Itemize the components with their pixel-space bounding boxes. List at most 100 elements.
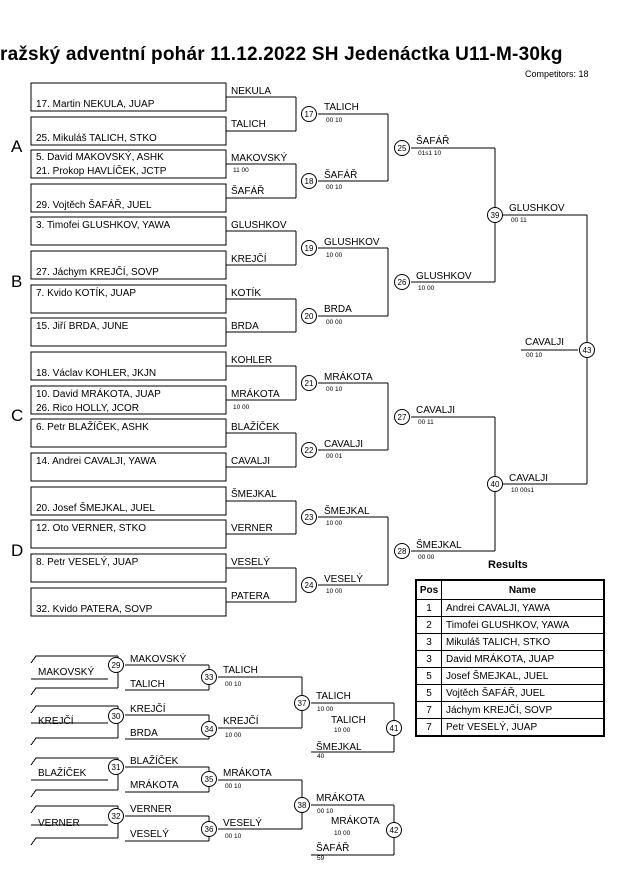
match-number-circle bbox=[301, 106, 317, 122]
winner-name: MRÁKOTA bbox=[331, 814, 380, 827]
winner-name: VERNER bbox=[231, 523, 273, 534]
winner-name: ŠMEJKAL bbox=[324, 504, 370, 517]
match-number: 32 bbox=[112, 812, 121, 821]
match-number: 40 bbox=[491, 480, 500, 489]
match-score: 10 00 bbox=[233, 404, 250, 411]
winner-name: TALICH bbox=[331, 715, 366, 726]
winner-name: VERNER bbox=[130, 804, 172, 815]
pool-label: C bbox=[11, 406, 23, 425]
repechage-entrant: MAKOVSKÝ bbox=[38, 665, 94, 678]
entrant-name: 21. Prokop HAVLÍČEK, JCTP bbox=[36, 164, 167, 177]
entrant-name: 7. Kvido KOTÍK, JUAP bbox=[36, 286, 136, 299]
winner-name: TALICH bbox=[130, 679, 165, 690]
match-number-circle bbox=[301, 240, 317, 256]
match-number: 27 bbox=[398, 413, 407, 422]
winner-name: TALICH bbox=[316, 691, 351, 702]
match-number-circle bbox=[394, 140, 410, 156]
winner-name: CAVALJI bbox=[509, 473, 548, 484]
result-pos: 1 bbox=[415, 599, 442, 617]
winner-name: KOHLER bbox=[231, 355, 272, 366]
match-score: 00 10 bbox=[225, 681, 242, 688]
match-number-circle bbox=[108, 759, 124, 775]
winner-name: PATERA bbox=[231, 591, 270, 602]
match-number: 25 bbox=[398, 144, 407, 153]
winner-name: CAVALJI bbox=[324, 439, 363, 450]
match-number: 18 bbox=[305, 177, 314, 186]
match-score: 00 10 bbox=[317, 808, 334, 815]
page-title: ražský adventní pohár 11.12.2022 SH Jede… bbox=[0, 44, 563, 65]
entrant-name: 14. Andrei CAVALJI, YAWA bbox=[36, 456, 157, 467]
match-number-circle bbox=[294, 797, 310, 813]
pool-label: B bbox=[11, 272, 22, 291]
match-score: 10 00 bbox=[326, 252, 343, 259]
match-number: 38 bbox=[298, 801, 307, 810]
entrant-name: 15. Jiří BRDA, JUNE bbox=[36, 321, 129, 332]
result-name: David MRÁKOTA, JUAP bbox=[441, 650, 605, 668]
competitors-count: Competitors: 18 bbox=[525, 69, 589, 79]
winner-name: VESELÝ bbox=[324, 572, 363, 585]
winner-name: CAVALJI bbox=[525, 337, 564, 348]
match-score: 10 00 bbox=[326, 588, 343, 595]
match-number-circle bbox=[301, 509, 317, 525]
match-number-circle bbox=[301, 442, 317, 458]
entrant-name: 27. Jáchym KREJČÍ, SOVP bbox=[36, 265, 159, 278]
winner-name: GLUSHKOV bbox=[324, 237, 380, 248]
match-number: 20 bbox=[305, 312, 314, 321]
winner-name: KOTÍK bbox=[231, 286, 261, 299]
match-number: 43 bbox=[583, 346, 592, 355]
winner-name: GLUSHKOV bbox=[231, 220, 287, 231]
pool-label: D bbox=[11, 541, 23, 560]
match-number: 30 bbox=[112, 712, 121, 721]
match-number: 28 bbox=[398, 547, 407, 556]
winner-name: KREJČÍ bbox=[231, 252, 267, 265]
winner-name: MAKOVSKÝ bbox=[231, 151, 287, 164]
match-number-circle bbox=[301, 577, 317, 593]
winner-name: MRÁKOTA bbox=[130, 778, 179, 791]
match-number-circle bbox=[301, 308, 317, 324]
result-pos: 5 bbox=[415, 667, 442, 685]
winner-name: BRDA bbox=[130, 728, 158, 739]
match-number: 33 bbox=[205, 673, 214, 682]
match-score: 00 10 bbox=[225, 833, 242, 840]
match-number: 42 bbox=[390, 826, 399, 835]
entrant-name: 17. Martin NEKULA, JUAP bbox=[36, 99, 155, 110]
match-number-circle bbox=[301, 375, 317, 391]
winner-name: ŠAFÁŘ bbox=[231, 184, 264, 197]
match-score: 00 10 bbox=[326, 386, 343, 393]
match-number: 22 bbox=[305, 446, 314, 455]
match-number-circle bbox=[386, 720, 402, 736]
result-name: Timofei GLUSHKOV, YAWA bbox=[441, 616, 605, 634]
winner-name: ŠAFÁŘ bbox=[316, 841, 349, 854]
result-name: Andrei CAVALJI, YAWA bbox=[441, 599, 605, 617]
match-number-circle bbox=[201, 771, 217, 787]
match-number: 31 bbox=[112, 763, 121, 772]
winner-name: MRÁKOTA bbox=[223, 766, 272, 779]
winner-name: TALICH bbox=[231, 119, 266, 130]
pool-label: A bbox=[11, 137, 23, 156]
match-number-circle bbox=[386, 822, 402, 838]
match-score: 11 00 bbox=[233, 167, 249, 174]
match-score: 10 00 bbox=[418, 285, 435, 292]
match-score: 00 01 bbox=[326, 453, 343, 460]
repechage-entrant: KREJČÍ bbox=[38, 714, 74, 727]
match-number: 39 bbox=[491, 211, 500, 220]
match-number: 35 bbox=[205, 775, 214, 784]
entrant-name: 25. Mikuláš TALICH, STKO bbox=[36, 133, 157, 144]
winner-name: BRDA bbox=[324, 304, 352, 315]
match-number-circle bbox=[394, 409, 410, 425]
winner-name: BLAŽÍČEK bbox=[130, 754, 179, 767]
match-score: 10 00 bbox=[334, 830, 351, 837]
entrant-name: 10. David MRÁKOTA, JUAP bbox=[36, 387, 161, 400]
match-number-circle bbox=[201, 821, 217, 837]
winner-name: CAVALJI bbox=[231, 456, 270, 467]
match-score: 40 bbox=[317, 753, 325, 760]
entrant-name: 26. Rico HOLLY, JCOR bbox=[36, 403, 139, 414]
result-name: Petr VESELÝ, JUAP bbox=[441, 718, 605, 737]
result-name: Mikuláš TALICH, STKO bbox=[441, 633, 605, 651]
winner-name: MRÁKOTA bbox=[324, 370, 373, 383]
